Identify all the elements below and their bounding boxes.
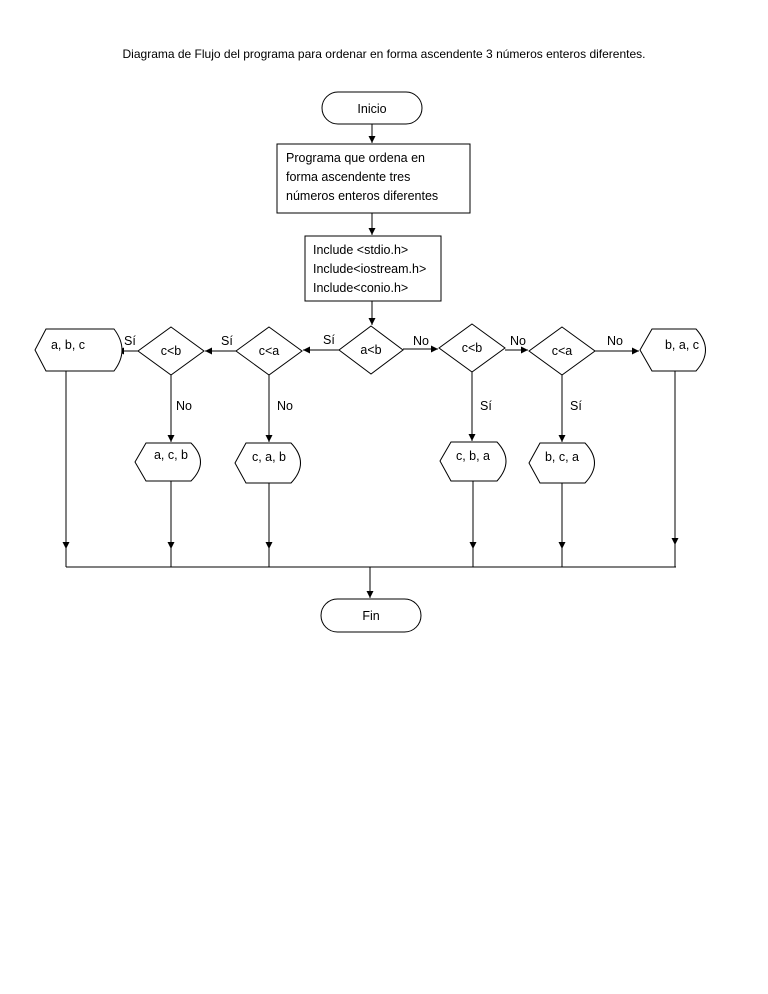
label-left-c-lt-a-no: No (277, 399, 293, 413)
description-line-2: forma ascendente tres (286, 170, 410, 184)
label-left-c-lt-b-no: No (176, 399, 192, 413)
decision-right-c-lt-a: c<a (528, 326, 596, 376)
output-acb: a, c, b (134, 442, 201, 482)
description-process: Programa que ordena en forma ascendente … (276, 143, 471, 214)
output-cab-label: c, a, b (252, 450, 286, 464)
output-acb-label: a, c, b (154, 448, 188, 462)
label-a-lt-b-yes: Sí (323, 333, 335, 347)
label-right-c-lt-a-yes: Sí (570, 399, 582, 413)
label-left-c-lt-a-yes: Sí (221, 334, 233, 348)
output-cab: c, a, b (234, 442, 301, 484)
decision-left-c-lt-a: c<a (235, 326, 303, 376)
decision-right-c-lt-a-label: c<a (552, 344, 573, 358)
decision-left-c-lt-a-label: c<a (259, 344, 280, 358)
decision-a-lt-b-label: a<b (360, 343, 381, 357)
decision-right-c-lt-b: c<b (438, 323, 506, 373)
output-abc: a, b, c (34, 328, 123, 372)
output-bca: b, c, a (528, 442, 595, 484)
description-line-3: números enteros diferentes (286, 189, 438, 203)
output-cba-label: c, b, a (456, 449, 490, 463)
include-line-1: Include <stdio.h> (313, 243, 408, 257)
start-terminator: Inicio (321, 91, 423, 125)
include-line-3: Include<conio.h> (313, 281, 408, 295)
start-label: Inicio (357, 102, 386, 116)
decision-left-c-lt-b: c<b (137, 326, 205, 376)
output-cba: c, b, a (439, 441, 507, 482)
description-line-1: Programa que ordena en (286, 151, 425, 165)
includes-process: Include <stdio.h> Include<iostream.h> In… (304, 235, 442, 302)
decision-a-lt-b: a<b (338, 325, 404, 375)
diagram-title: Diagrama de Flujo del programa para orde… (123, 47, 646, 61)
label-right-c-lt-b-yes: Sí (480, 399, 492, 413)
output-bac-label: b, a, c (665, 338, 699, 352)
label-right-c-lt-b-no: No (510, 334, 526, 348)
end-terminator: Fin (320, 598, 422, 633)
output-abc-label: a, b, c (51, 338, 85, 352)
label-a-lt-b-no: No (413, 334, 429, 348)
output-bca-label: b, c, a (545, 450, 579, 464)
label-right-c-lt-a-no: No (607, 334, 623, 348)
decision-right-c-lt-b-label: c<b (462, 341, 483, 355)
include-line-2: Include<iostream.h> (313, 262, 426, 276)
label-left-c-lt-b-yes: Sí (124, 334, 136, 348)
end-label: Fin (362, 609, 379, 623)
output-bac: b, a, c (639, 328, 706, 372)
decision-left-c-lt-b-label: c<b (161, 344, 182, 358)
